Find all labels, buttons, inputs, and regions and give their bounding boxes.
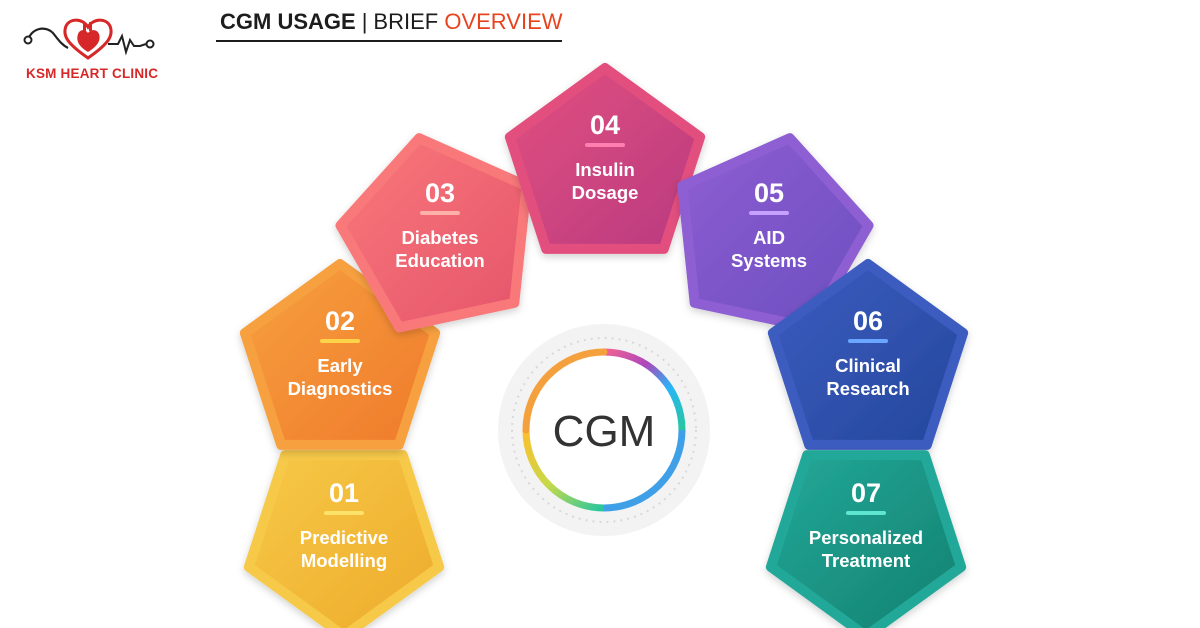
- title-underline: [216, 40, 562, 42]
- item-label-line2: Treatment: [822, 550, 910, 571]
- item-label-line1: Predictive: [300, 527, 388, 548]
- item-accent-bar: [848, 339, 888, 343]
- heart-stethoscope-icon: [23, 18, 155, 60]
- item-number: 01: [329, 478, 359, 508]
- item-label-line1: AID: [753, 227, 785, 248]
- item-number: 04: [590, 110, 620, 140]
- item-number: 03: [425, 178, 455, 208]
- pentagon-shape: [504, 63, 706, 254]
- item-accent-bar: [585, 143, 625, 147]
- item-label-line1: Personalized: [809, 527, 923, 548]
- pentagon-shape: [767, 259, 969, 450]
- brand-name: KSM HEART CLINIC: [26, 66, 159, 81]
- item-accent-bar: [749, 211, 789, 215]
- item-label-line2: Dosage: [572, 182, 639, 203]
- title-separator: |: [361, 9, 368, 34]
- item-number: 02: [325, 306, 355, 336]
- item-label-line2: Education: [395, 250, 484, 271]
- item-accent-bar: [420, 211, 460, 215]
- cgm-hub: CGM: [498, 324, 710, 536]
- hub-ring-arc-4: [522, 348, 608, 434]
- page-title: CGM USAGE|BRIEF OVERVIEW: [220, 9, 563, 37]
- title-bold: CGM USAGE: [220, 9, 356, 34]
- hub-ring-arc-2: [603, 429, 686, 512]
- clinic-logo: KSM HEART CLINIC: [22, 14, 162, 86]
- title-rest: BRIEF: [373, 9, 439, 34]
- item-label-line1: Diabetes: [401, 227, 478, 248]
- item-label-line1: Insulin: [575, 159, 635, 180]
- item-accent-bar: [324, 511, 364, 515]
- item-label-line1: Clinical: [835, 355, 901, 376]
- item-number: 06: [853, 306, 883, 336]
- pentagon-shape: [335, 133, 532, 333]
- hub-label: CGM: [553, 407, 656, 456]
- hub-ring-arc-1: [600, 348, 686, 434]
- pentagon-shape: [765, 450, 967, 628]
- item-accent-bar: [846, 511, 886, 515]
- item-number: 07: [851, 478, 881, 508]
- item-label-line2: Research: [826, 378, 909, 399]
- item-label-line2: Diagnostics: [288, 378, 393, 399]
- item-label-line2: Systems: [731, 250, 807, 271]
- item-number: 05: [754, 178, 784, 208]
- hub-dotted-ring: [511, 337, 697, 523]
- title-accent: OVERVIEW: [444, 9, 563, 34]
- hub-inner-disc: [526, 352, 682, 508]
- hub-ring-arc-3: [522, 429, 605, 512]
- item-label-line1: Early: [317, 355, 363, 376]
- pentagon-shape: [677, 133, 874, 333]
- item-label-line2: Modelling: [301, 550, 387, 571]
- item-accent-bar: [320, 339, 360, 343]
- pentagon-shape: [243, 450, 445, 628]
